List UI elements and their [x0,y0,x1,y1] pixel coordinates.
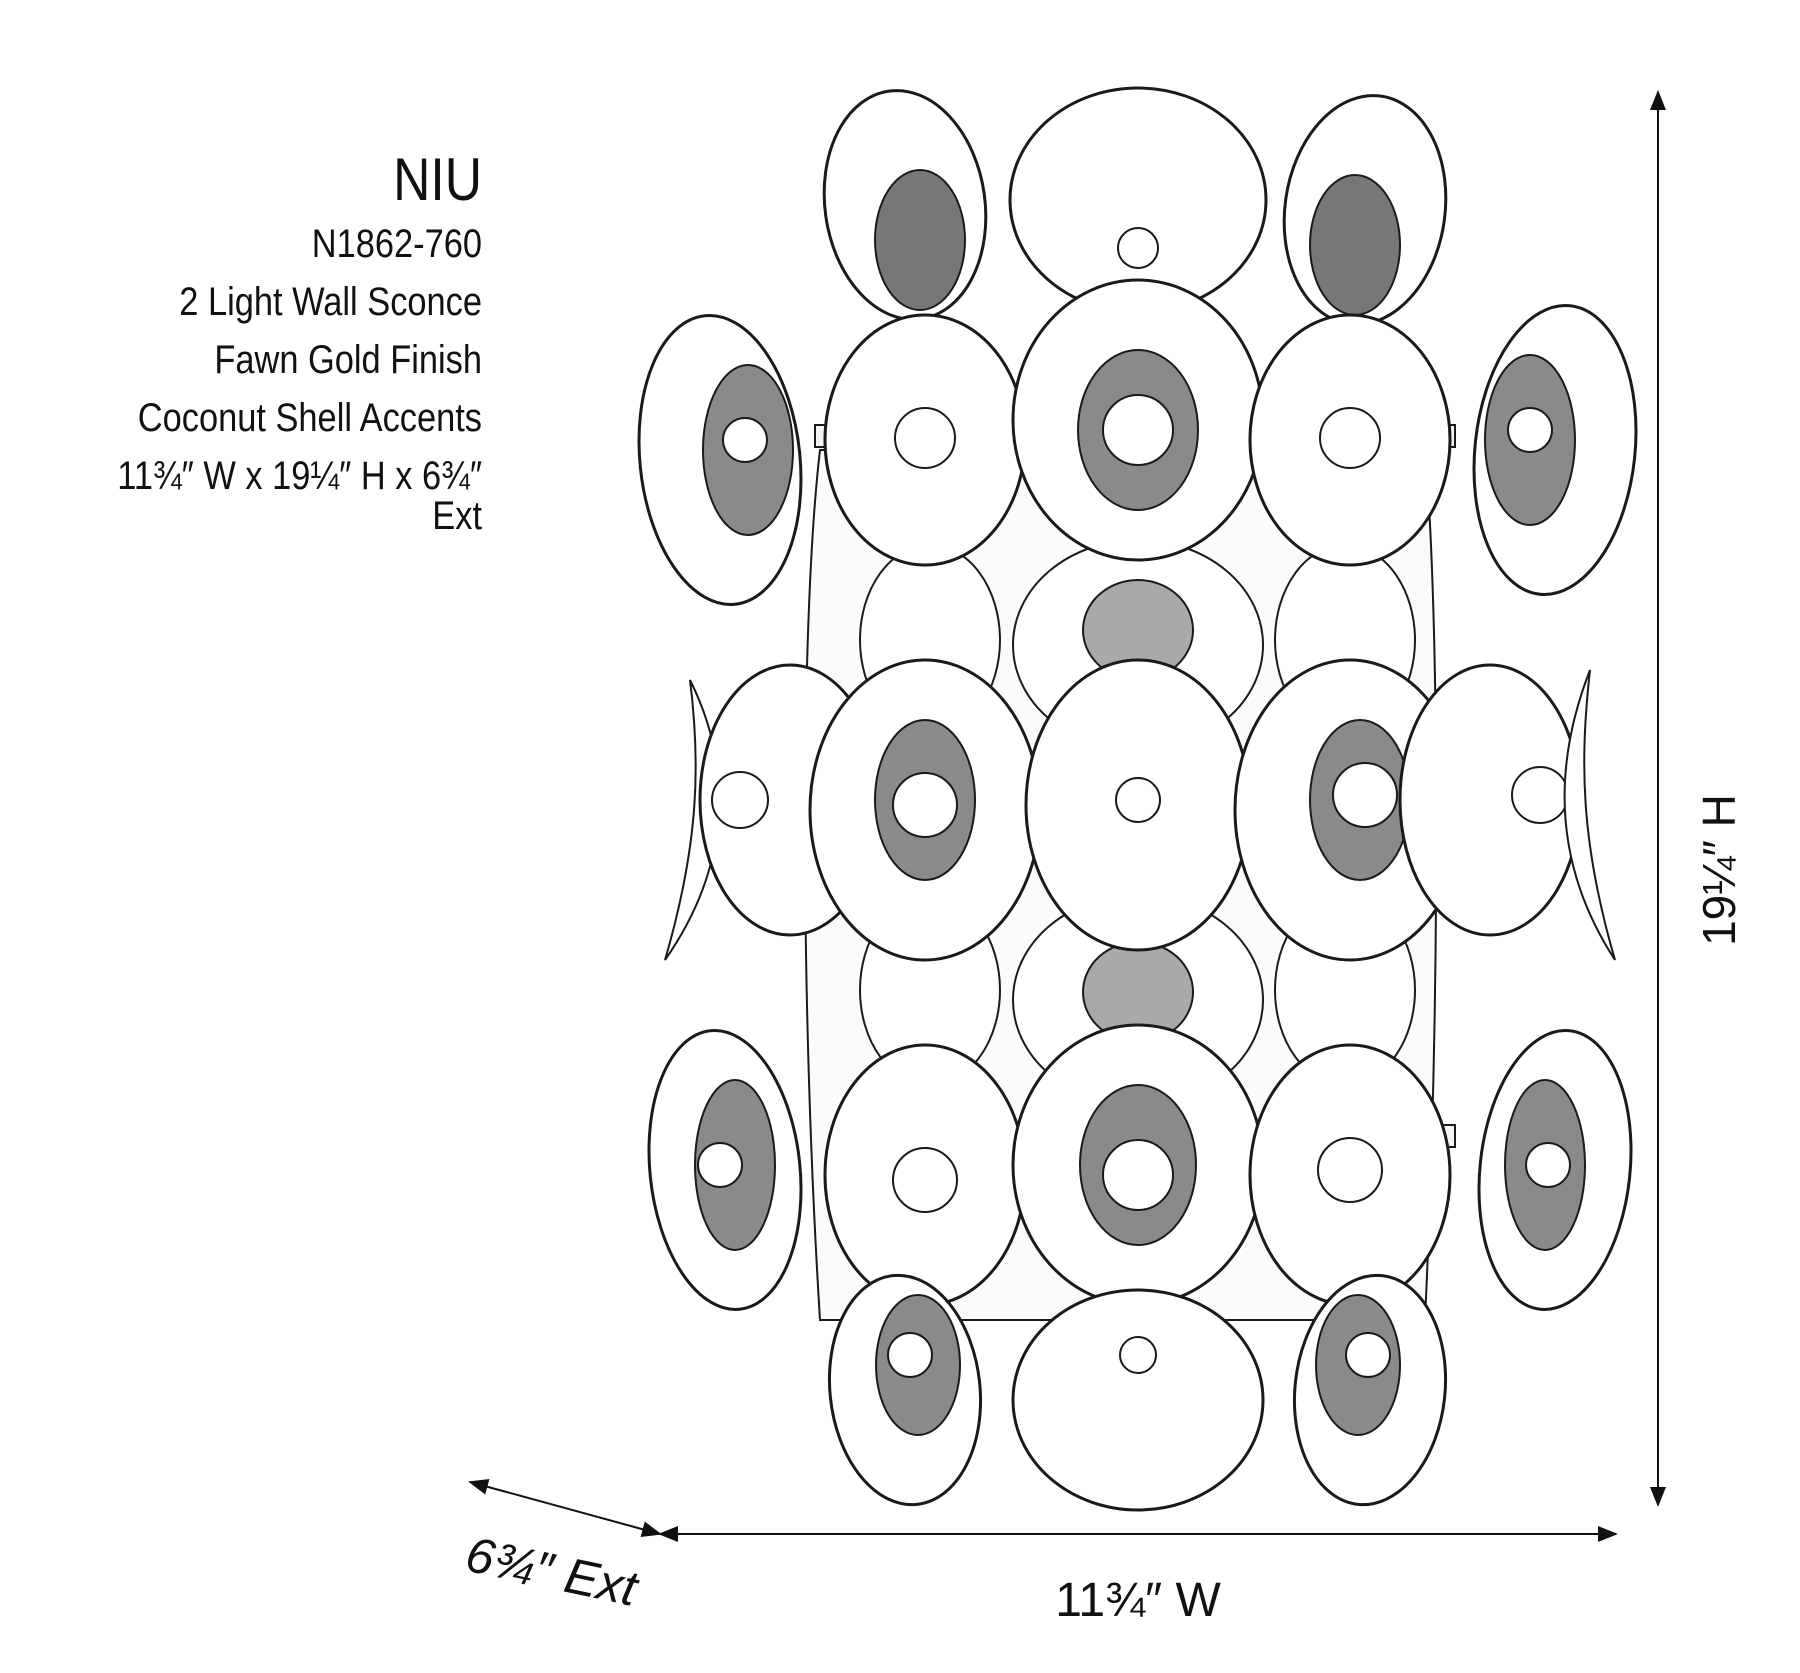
width-label: 11¾″ W [1055,1574,1221,1627]
product-type: 2 Light Wall Sconce [179,280,482,324]
product-model: N1862-760 [311,222,482,266]
disc-inner [1309,174,1401,316]
disc-center [1319,407,1381,469]
disc-center [1119,1336,1157,1374]
height-label: 19¼″ H [1693,794,1745,946]
disc-center [1115,777,1161,823]
disc-center [1102,394,1174,466]
disc-center [711,771,769,829]
disc-center [1102,1139,1174,1211]
disc-inner [874,169,966,311]
side-leaf [1563,669,1616,961]
disc-center [892,1147,958,1213]
product-dimensions: 11¾″ W x 19¼″ H x 6¾″ Ext [117,454,482,538]
extension-dimension-line [468,1479,662,1537]
wall-sconce-drawing-icon [637,86,1638,1512]
extension-label: 6¾″ Ext [461,1526,644,1617]
disc-center [892,772,958,838]
disc-center [697,1142,743,1188]
product-finish: Fawn Gold Finish [214,338,482,382]
disc-center [1317,1137,1383,1203]
disc-center [1507,407,1553,453]
disc-center [1345,1332,1391,1378]
disc-center [1117,227,1159,269]
disc-center [722,417,768,463]
disc-center [1525,1142,1571,1188]
disc-center [887,1332,933,1378]
spec-block: NIU N1862-760 2 Light Wall Sconce Fawn G… [67,150,482,554]
disc [1008,86,1268,314]
disc-center [1332,762,1398,828]
disc [1011,1288,1265,1512]
disc-center [1511,766,1569,824]
product-name: NIU [393,146,482,213]
product-accents: Coconut Shell Accents [137,396,483,440]
disc-center [894,407,956,469]
